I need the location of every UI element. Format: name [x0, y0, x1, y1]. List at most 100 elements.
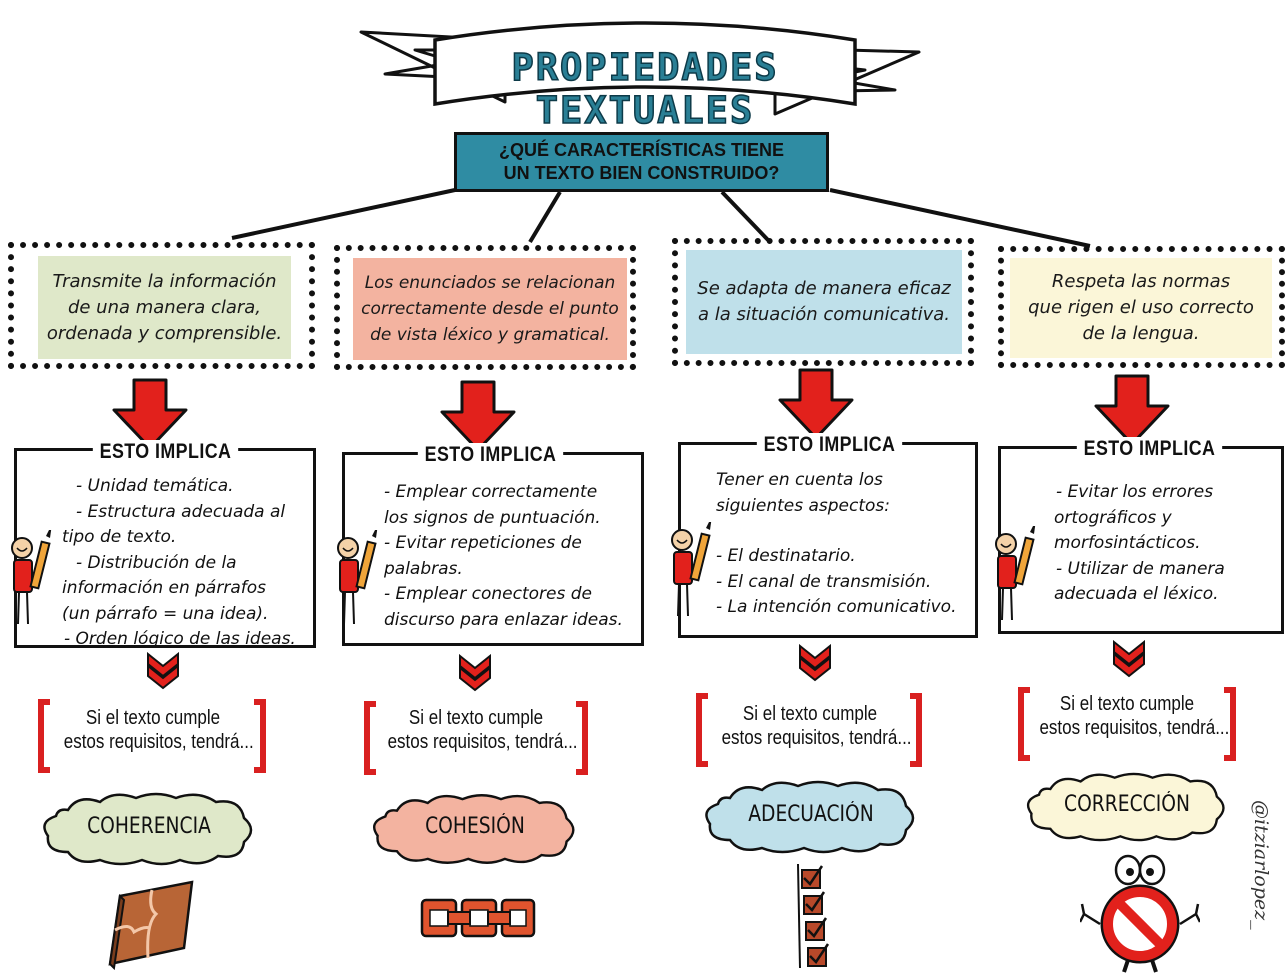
description-line: ordenada y comprensible.	[46, 322, 283, 344]
description-line: de una manera clara,	[67, 296, 262, 318]
property-label: ADECUACIÓN	[748, 802, 874, 827]
property-label: COHERENCIA	[87, 814, 211, 839]
cloud-icon	[43, 792, 253, 866]
checkbox-list-icon	[797, 863, 830, 969]
implica-line: Tener en cuenta los	[716, 470, 883, 490]
implica-line: (un párrafo = una idea).	[62, 603, 269, 624]
column-2-frame	[334, 245, 636, 370]
chain-icon	[420, 898, 536, 938]
bracket-right-icon	[1224, 687, 1236, 761]
down-arrow-icon	[778, 368, 854, 440]
implica-title: ESTO IMPLICA	[92, 440, 239, 464]
requisitos-line: Si el texto cumple	[1059, 693, 1195, 715]
cloud-icon	[373, 794, 575, 864]
pencil-figure-icon	[11, 530, 52, 625]
implica-line: morfosintácticos.	[1054, 533, 1201, 553]
column-3-implica-box	[678, 442, 978, 638]
column-1-requisitos: Si el texto cumple estos requisitos, ten…	[63, 706, 254, 754]
bracket-right-icon	[910, 693, 922, 767]
implica-line: siguientes aspectos:	[716, 495, 891, 516]
implica-line	[716, 519, 956, 544]
bracket-left-icon	[1018, 687, 1030, 761]
implica-line: - Evitar repeticiones de	[384, 533, 582, 553]
property-label: COHESIÓN	[425, 814, 525, 839]
requisitos-line: estos requisitos, tendrá...	[63, 731, 254, 753]
column-4-frame	[998, 246, 1285, 368]
question-box: ¿QUÉ CARACTERÍSTICAS TIENE UN TEXTO BIEN…	[454, 132, 829, 192]
implica-title: ESTO IMPLICA	[756, 433, 903, 457]
description-line: Los enunciados se relacionan	[364, 273, 616, 293]
requisitos-line: estos requisitos, tendrá...	[721, 727, 912, 749]
implica-line: - El canal de transmisión.	[716, 571, 932, 592]
down-arrow-icon	[440, 380, 516, 452]
pencil-figure-icon	[337, 530, 378, 625]
implica-line: los signos de puntuación.	[384, 507, 601, 528]
title-banner	[359, 21, 921, 116]
implica-line: - Emplear correctamente	[384, 482, 598, 502]
implica-line: palabras.	[384, 558, 463, 579]
implica-line: información en párrafos	[62, 578, 266, 598]
column-4-requisitos: Si el texto cumple estos requisitos, ten…	[1039, 692, 1230, 740]
implica-line: - Estructura adecuada al	[76, 501, 286, 522]
chevron-down-icon	[1113, 640, 1145, 678]
column-2-description: Los enunciados se relacionan correctamen…	[353, 258, 627, 360]
bracket-right-icon	[576, 701, 588, 775]
chevron-down-icon	[147, 652, 179, 690]
implica-line: - Distribución de la	[76, 552, 237, 573]
description-line: Respeta las normas	[1051, 271, 1231, 292]
column-2-implica-text: - Emplear correctamente los signos de pu…	[384, 480, 623, 633]
pencil-figure-icon	[995, 526, 1036, 621]
page-title: PROPIEDADES TEXTUALES	[511, 45, 779, 133]
column-4-description: Respeta las normas que rigen el uso corr…	[1010, 258, 1272, 358]
down-arrow-icon	[1094, 374, 1170, 446]
bracket-left-icon	[364, 701, 376, 775]
requisitos-line: Si el texto cumple	[85, 707, 221, 729]
requisitos-line: estos requisitos, tendrá...	[387, 731, 578, 753]
description-line: que rigen el uso correcto	[1028, 297, 1254, 318]
implica-line: - Evitar los errores	[1056, 482, 1214, 502]
cloud-icon	[705, 780, 915, 854]
chevron-down-icon	[799, 644, 831, 682]
author-signature: @itziarlopez_	[1250, 800, 1272, 930]
implica-line: discurso para enlazar ideas.	[384, 609, 623, 630]
column-3-requisitos: Si el texto cumple estos requisitos, ten…	[721, 702, 912, 750]
implica-line: - Emplear conectores de	[384, 584, 592, 604]
column-2-requisitos: Si el texto cumple estos requisitos, ten…	[387, 706, 578, 754]
implica-line: - Unidad temática.	[76, 476, 234, 496]
pencil-figure-icon	[671, 522, 712, 617]
property-label: CORRECCIÓN	[1064, 792, 1190, 817]
column-1-frame	[8, 242, 315, 369]
description-line: a la situación comunicativa.	[697, 304, 951, 325]
description-line: Transmite la información	[52, 270, 277, 292]
bracket-right-icon	[254, 699, 266, 773]
implica-title: ESTO IMPLICA	[1076, 437, 1223, 461]
column-1-implica-box	[14, 448, 316, 648]
puzzle-icon	[108, 880, 194, 970]
requisitos-line: estos requisitos, tendrá...	[1039, 717, 1230, 739]
description-line: de la lengua.	[1082, 323, 1200, 344]
cloud-icon	[1026, 772, 1225, 842]
bracket-left-icon	[38, 699, 50, 773]
implica-line: adecuada el léxico.	[1054, 584, 1219, 604]
implica-line: - Utilizar de manera	[1056, 558, 1225, 579]
column-3-frame	[672, 238, 974, 366]
column-1-implica-text: - Unidad temática. - Estructura adecuada…	[62, 474, 296, 653]
requisitos-line: Si el texto cumple	[742, 703, 878, 725]
column-4-implica-text: - Evitar los errores ortográficos y morf…	[1054, 480, 1225, 608]
column-3-description: Se adapta de manera eficaz a la situació…	[686, 250, 962, 354]
description-line: correctamente desde el punto	[361, 299, 619, 319]
implica-line: - Orden lógico de las ideas.	[64, 629, 296, 649]
forbidden-sign-icon	[1080, 854, 1200, 973]
requisitos-line: Si el texto cumple	[408, 707, 544, 729]
implica-line: tipo de texto.	[62, 527, 177, 547]
column-1-description: Transmite la información de una manera c…	[38, 256, 291, 359]
down-arrow-icon	[112, 378, 188, 450]
column-4-implica-box	[998, 446, 1284, 634]
implica-line: - La intención comunicativo.	[716, 597, 957, 617]
implica-line: ortográficos y	[1054, 507, 1172, 528]
column-3-implica-text: Tener en cuenta los siguientes aspectos:…	[716, 468, 956, 621]
chevron-down-icon	[459, 654, 491, 692]
bracket-left-icon	[696, 693, 708, 767]
description-line: Se adapta de manera eficaz	[697, 278, 951, 299]
description-line: de vista léxico y gramatical.	[370, 325, 610, 345]
